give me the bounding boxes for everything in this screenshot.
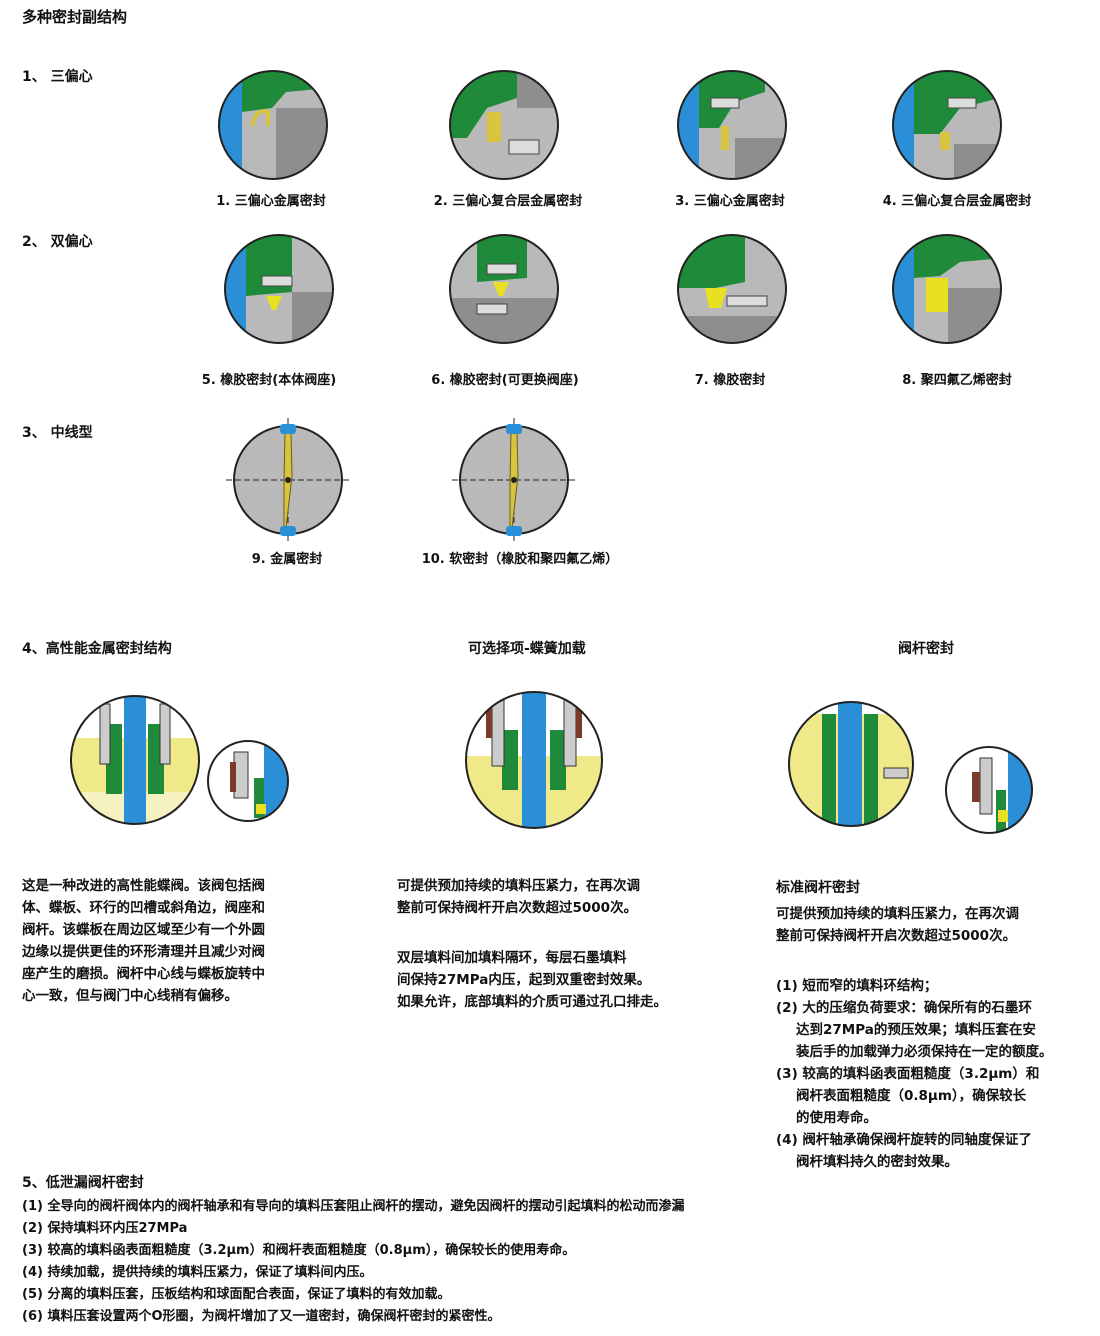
figure-1-triple-offset-metal-seal (218, 70, 328, 180)
figure-10-centerline-soft-seal (452, 418, 576, 542)
figure-4-triple-offset-laminated-seal (892, 70, 1002, 180)
caption-1: 1. 三偏心金属密封 (216, 194, 326, 209)
caption-7: 7. 橡胶密封 (694, 373, 766, 388)
figure-5-rubber-seal-body-seat (224, 234, 334, 344)
section-3-heading: 3、 中线型 (22, 425, 93, 441)
section-5-list: (1) 全导向的阀杆阀体内的阀杆轴承和有导向的填料压套阻止阀杆的摆动，避免因阀杆… (22, 1199, 685, 1324)
section-4-heading: 4、高性能金属密封结构 (22, 641, 172, 657)
figure-2-triple-offset-laminated-seal (449, 70, 559, 180)
section-4-col3-heading: 阀杆密封 (898, 641, 954, 657)
figure-7-rubber-seal (677, 234, 787, 344)
caption-3: 3. 三偏心金属密封 (675, 194, 785, 209)
caption-8: 8. 聚四氟乙烯密封 (902, 373, 1012, 388)
caption-9: 9. 金属密封 (251, 552, 323, 567)
section-4-col2-heading: 可选择项-蝶簧加载 (468, 641, 586, 657)
section-4-col3-list: (1) 短而窄的填料环结构； (2) 大的压缩负荷要求：确保所有的石墨环 达到2… (776, 978, 1053, 1170)
page-title: 多种密封副结构 (22, 8, 128, 26)
section-4-col2-text-a: 可提供预加持续的填料压紧力，在再次调 整前可保持阀杆开启次数超过5000次。 (397, 878, 640, 916)
caption-5: 5. 橡胶密封(本体阀座) (201, 373, 337, 388)
caption-4: 4. 三偏心复合层金属密封 (882, 194, 1032, 209)
figure-stem-seal (788, 701, 914, 827)
section-4-col3-subheading: 标准阀杆密封 (776, 880, 860, 896)
figure-high-performance-metal-seal (70, 695, 200, 825)
section-4-col3-text: 可提供预加持续的填料压紧力，在再次调 整前可保持阀杆开启次数超过5000次。 (776, 906, 1019, 944)
caption-10: 10. 软密封（橡胶和聚四氟乙烯） (421, 552, 619, 567)
figure-9-centerline-metal-seal (226, 418, 350, 542)
figure-3-triple-offset-metal-seal (677, 70, 787, 180)
section-4-col1-text: 这是一种改进的高性能蝶阀。该阀包括阀 体、蝶板、环行的凹槽或斜角边，阀座和 阀杆… (22, 878, 265, 1004)
figure-8-ptfe-seal (892, 234, 1002, 344)
section-1-heading: 1、 三偏心 (22, 69, 93, 85)
figure-stem-seal-detail (945, 746, 1033, 834)
section-4-col2-text-b: 双层填料间加填料隔环，每层石墨填料 间保持27MPa内压，起到双重密封效果。 如… (397, 950, 667, 1010)
section-2-heading: 2、 双偏心 (22, 234, 93, 250)
caption-2: 2. 三偏心复合层金属密封 (433, 194, 583, 209)
figure-disc-spring-loading (465, 691, 603, 829)
figure-high-performance-detail (207, 740, 289, 822)
section-5-heading: 5、低泄漏阀杆密封 (22, 1175, 144, 1191)
caption-6: 6. 橡胶密封(可更换阀座) (431, 373, 579, 388)
figure-6-rubber-seal-replaceable-seat (449, 234, 559, 344)
